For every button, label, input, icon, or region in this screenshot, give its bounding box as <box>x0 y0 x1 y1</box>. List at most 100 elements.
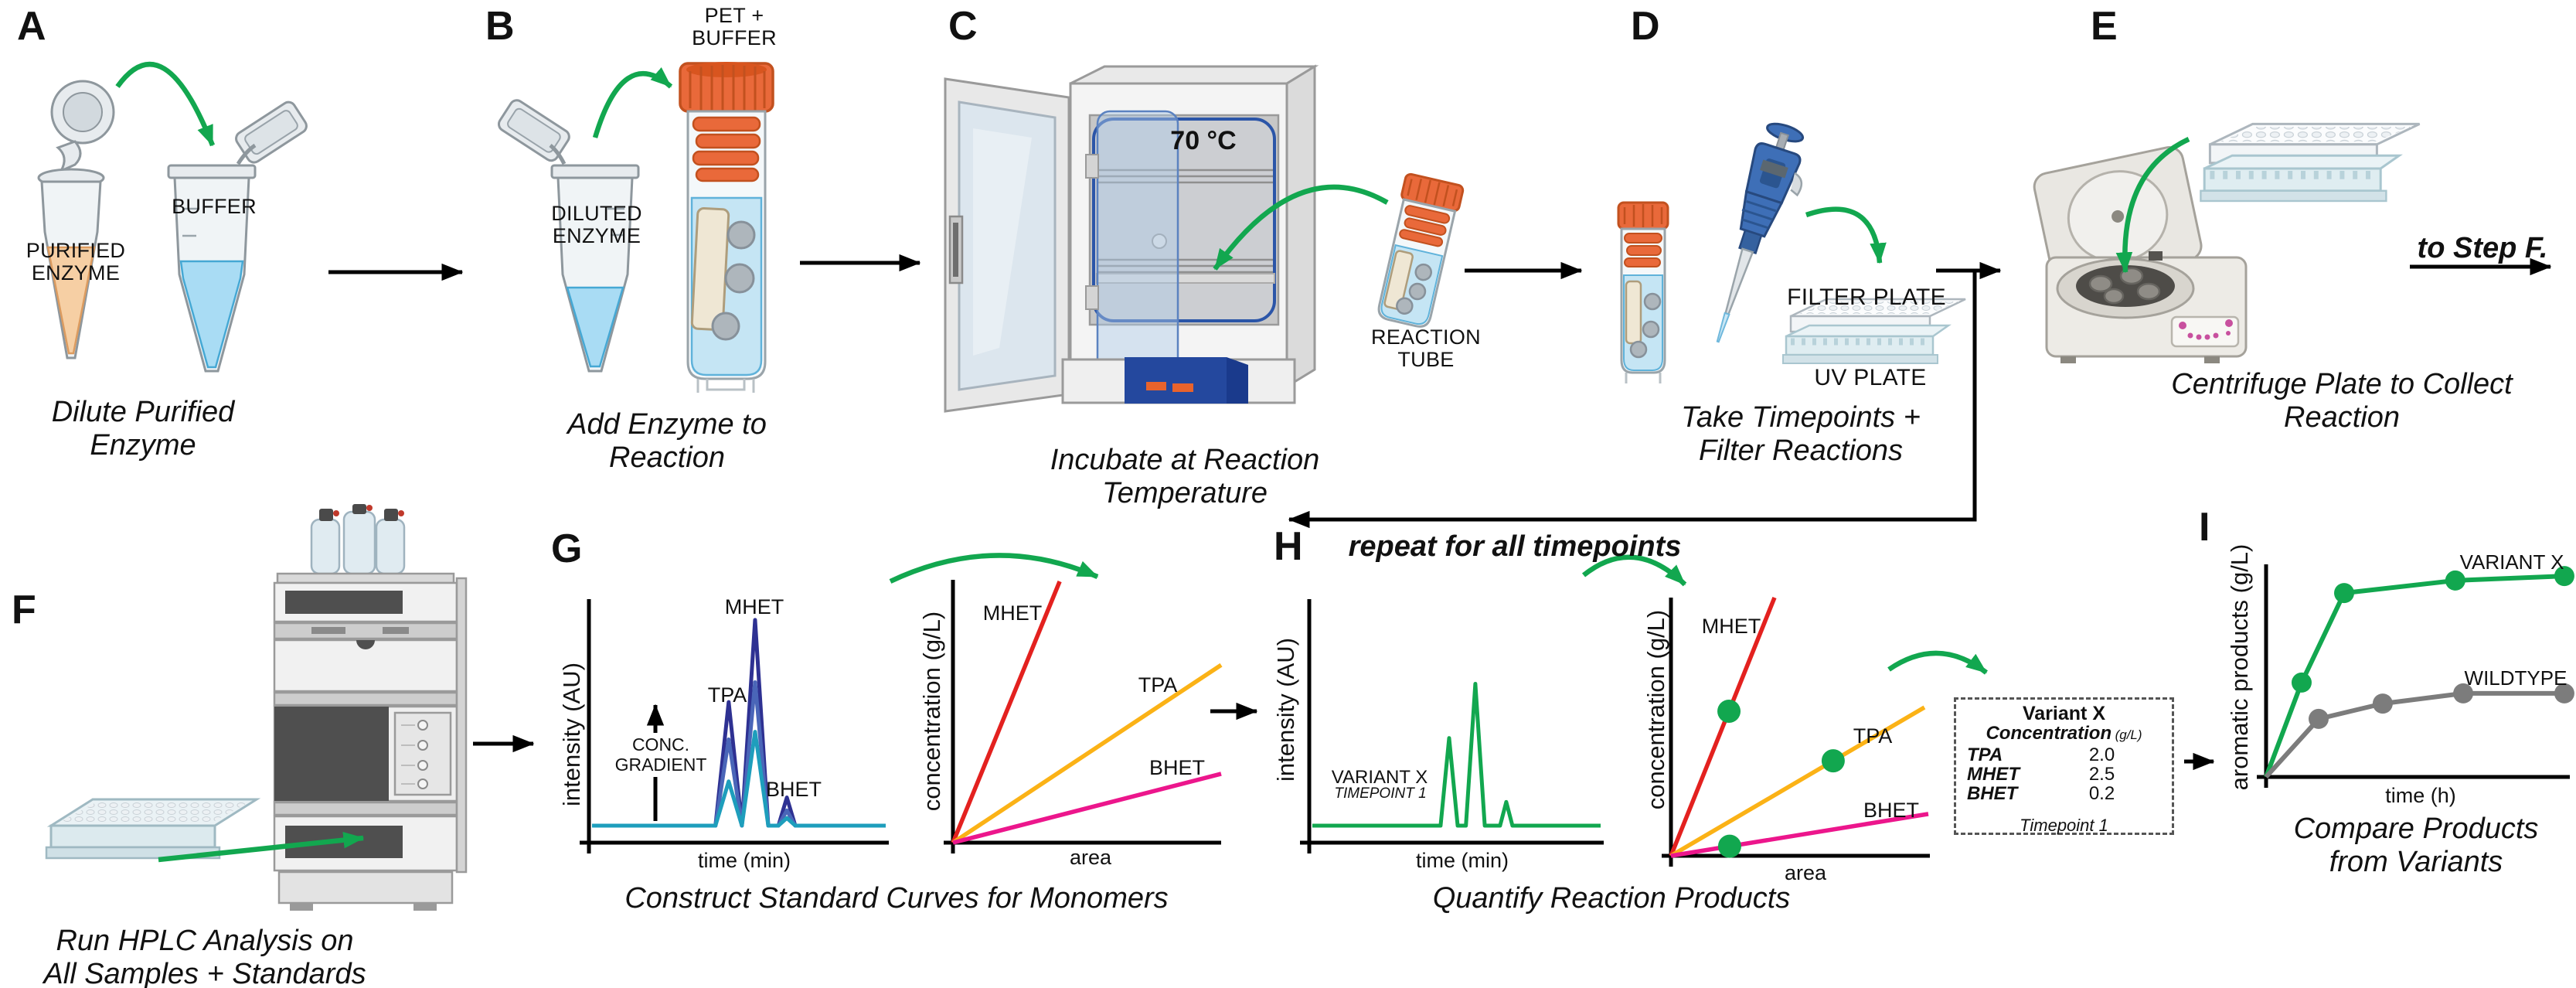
panel-letter-h: H <box>1274 524 1303 569</box>
control-panel-buttons <box>2179 319 2233 340</box>
quantification-curves-plot <box>1662 596 1930 867</box>
vial-screw-ridges <box>1399 205 1451 247</box>
indicator-light <box>1172 383 1193 392</box>
h-chrom-xlabel: time (min) <box>1416 849 1509 872</box>
h-std-xlabel: area <box>1784 861 1827 884</box>
pet-buffer-vial-illustration <box>679 62 774 393</box>
pipette-tip <box>1716 312 1730 343</box>
table-row-tpa-value: 2.0 <box>2088 744 2115 765</box>
incubator-door <box>944 77 1070 413</box>
caption-e-line2: Reaction <box>2284 401 2400 434</box>
g-line-label-tpa: TPA <box>1138 673 1178 697</box>
i-xlabel: time (h) <box>2385 784 2456 807</box>
variant-comparison-plot <box>2257 564 2574 788</box>
hplc-illustration <box>273 504 468 911</box>
caption-i: Compare Products from Variants <box>2294 813 2539 880</box>
centrifuge-body <box>2045 251 2248 363</box>
uv-plate-label: UV PLATE <box>1814 365 1927 390</box>
panel-letter-i: I <box>2199 505 2210 550</box>
caption-e-line1: Centrifuge Plate to Collect <box>2171 368 2513 400</box>
pet-buffer-label-line1: PET + <box>704 4 764 27</box>
g-chrom-ylabel: intensity (AU) <box>558 662 585 807</box>
g-chrom-xlabel: time (min) <box>698 849 791 872</box>
caption-i-line1: Compare Products <box>2293 813 2539 845</box>
vial-cap <box>679 62 774 113</box>
pipette-ejector <box>1790 172 1803 197</box>
h-line-label-bhet: BHET <box>1863 799 1920 822</box>
panel-letter-d: D <box>1631 4 1660 49</box>
pet-film <box>690 206 730 332</box>
panel-letter-c: C <box>948 4 978 49</box>
tube-open-cap <box>50 80 115 174</box>
reaction-tube-d-illustration <box>1617 201 1669 383</box>
incubator-inner-glass-door <box>1085 110 1179 373</box>
cap-hinge <box>236 143 257 165</box>
reaction-tube-illustration <box>1377 172 1465 328</box>
tube-liquid-blue <box>179 260 244 369</box>
table-row-bhet-label: BHET <box>1967 783 2018 804</box>
g-std-ylabel: concentration (g/L) <box>918 611 945 812</box>
table-row-tpa-label: TPA <box>1967 744 2003 765</box>
caption-f-line2: All Samples + Standards <box>43 958 366 988</box>
h-chrom-ylabel: intensity (AU) <box>1272 637 1299 782</box>
tube-liquid-orange <box>46 246 96 355</box>
to-step-f-label: to Step F. <box>2417 232 2548 264</box>
table-header-text: Concentration <box>1986 723 2112 744</box>
h-std-ylabel: concentration (g/L) <box>1642 609 1669 810</box>
caption-b-line2: Reaction <box>609 441 725 475</box>
panel-letter-e: E <box>2091 4 2118 49</box>
table-row-tpa: TPA 2.0 <box>1956 745 2172 765</box>
buffer-label: BUFFER <box>172 195 257 218</box>
i-series-label-variant-x: VARIANT X <box>2459 550 2564 574</box>
caption-g: Construct Standard Curves for Monomers <box>624 882 1169 915</box>
tube-open-cap <box>497 99 570 162</box>
pet-buffer-label-line2: BUFFER <box>692 26 777 50</box>
standard-curves-plot <box>944 580 1223 853</box>
table-title: Variant X <box>2023 703 2105 724</box>
buffer-tube-illustration <box>167 101 308 373</box>
h-line-label-tpa: TPA <box>1853 724 1893 748</box>
repeat-note: repeat for all timepoints <box>1348 530 1682 563</box>
pet-film <box>1625 280 1642 345</box>
g-peak-label-mhet: MHET <box>724 595 784 618</box>
pet-buffer-label: PET + BUFFER <box>692 4 777 50</box>
vial-screw-ridges <box>1624 233 1662 267</box>
diluted-enzyme-label-line1: DILUTED <box>551 202 642 225</box>
uv-plate <box>2200 154 2403 203</box>
panel-letter-b: B <box>485 4 515 49</box>
diluted-enzyme-label: DILUTED ENZYME <box>551 202 642 247</box>
tube-liquid-blue <box>566 286 624 368</box>
incubator-illustration <box>944 64 1319 413</box>
caption-a: Dilute Purified Enzyme <box>52 396 235 463</box>
g-line-label-bhet: BHET <box>1148 756 1206 779</box>
tube-rim <box>167 164 257 179</box>
table-row-mhet: MHET 2.5 <box>1956 765 2172 784</box>
cap-hinge <box>549 144 567 165</box>
purified-enzyme-label-line1: PURIFIED <box>26 239 126 262</box>
table-header-unit: (g/L) <box>2115 727 2142 742</box>
vial-skirt <box>696 379 755 393</box>
sample-chromatogram-plot <box>1300 599 1604 853</box>
conc-gradient-line1: CONC. <box>631 734 690 755</box>
standard-chromatogram-plot <box>580 599 889 853</box>
pipette-shaft <box>1724 247 1754 315</box>
green-arc-pipette-to-plate <box>1805 206 1887 264</box>
hplc-solvent-bottles <box>310 504 406 575</box>
table-row-bhet: BHET 0.2 <box>1956 784 2172 803</box>
caption-d-line1: Take Timepoints + <box>1681 401 1921 434</box>
incubator-temperature: 70 °C <box>1170 126 1237 155</box>
table-row-mhet-label: MHET <box>1967 764 2020 785</box>
variant-x-table: Variant X Concentration (g/L) TPA 2.0 MH… <box>1954 697 2174 835</box>
g-line-label-mhet: MHET <box>982 601 1043 625</box>
caption-a-line1: Dilute Purified <box>51 396 235 428</box>
caption-c: Incubate at Reaction Temperature <box>1050 444 1320 511</box>
diluted-enzyme-tube-illustration <box>497 99 640 373</box>
table-footer: Timepoint 1 <box>2020 816 2108 835</box>
hplc-stack <box>273 572 468 911</box>
vial-skirt <box>1625 373 1662 383</box>
sample-plate-illustration <box>45 798 261 860</box>
h-sample-label: VARIANT X <box>1331 767 1428 788</box>
caption-d: Take Timepoints + Filter Reactions <box>1681 401 1921 468</box>
incubator-base <box>1061 357 1296 404</box>
